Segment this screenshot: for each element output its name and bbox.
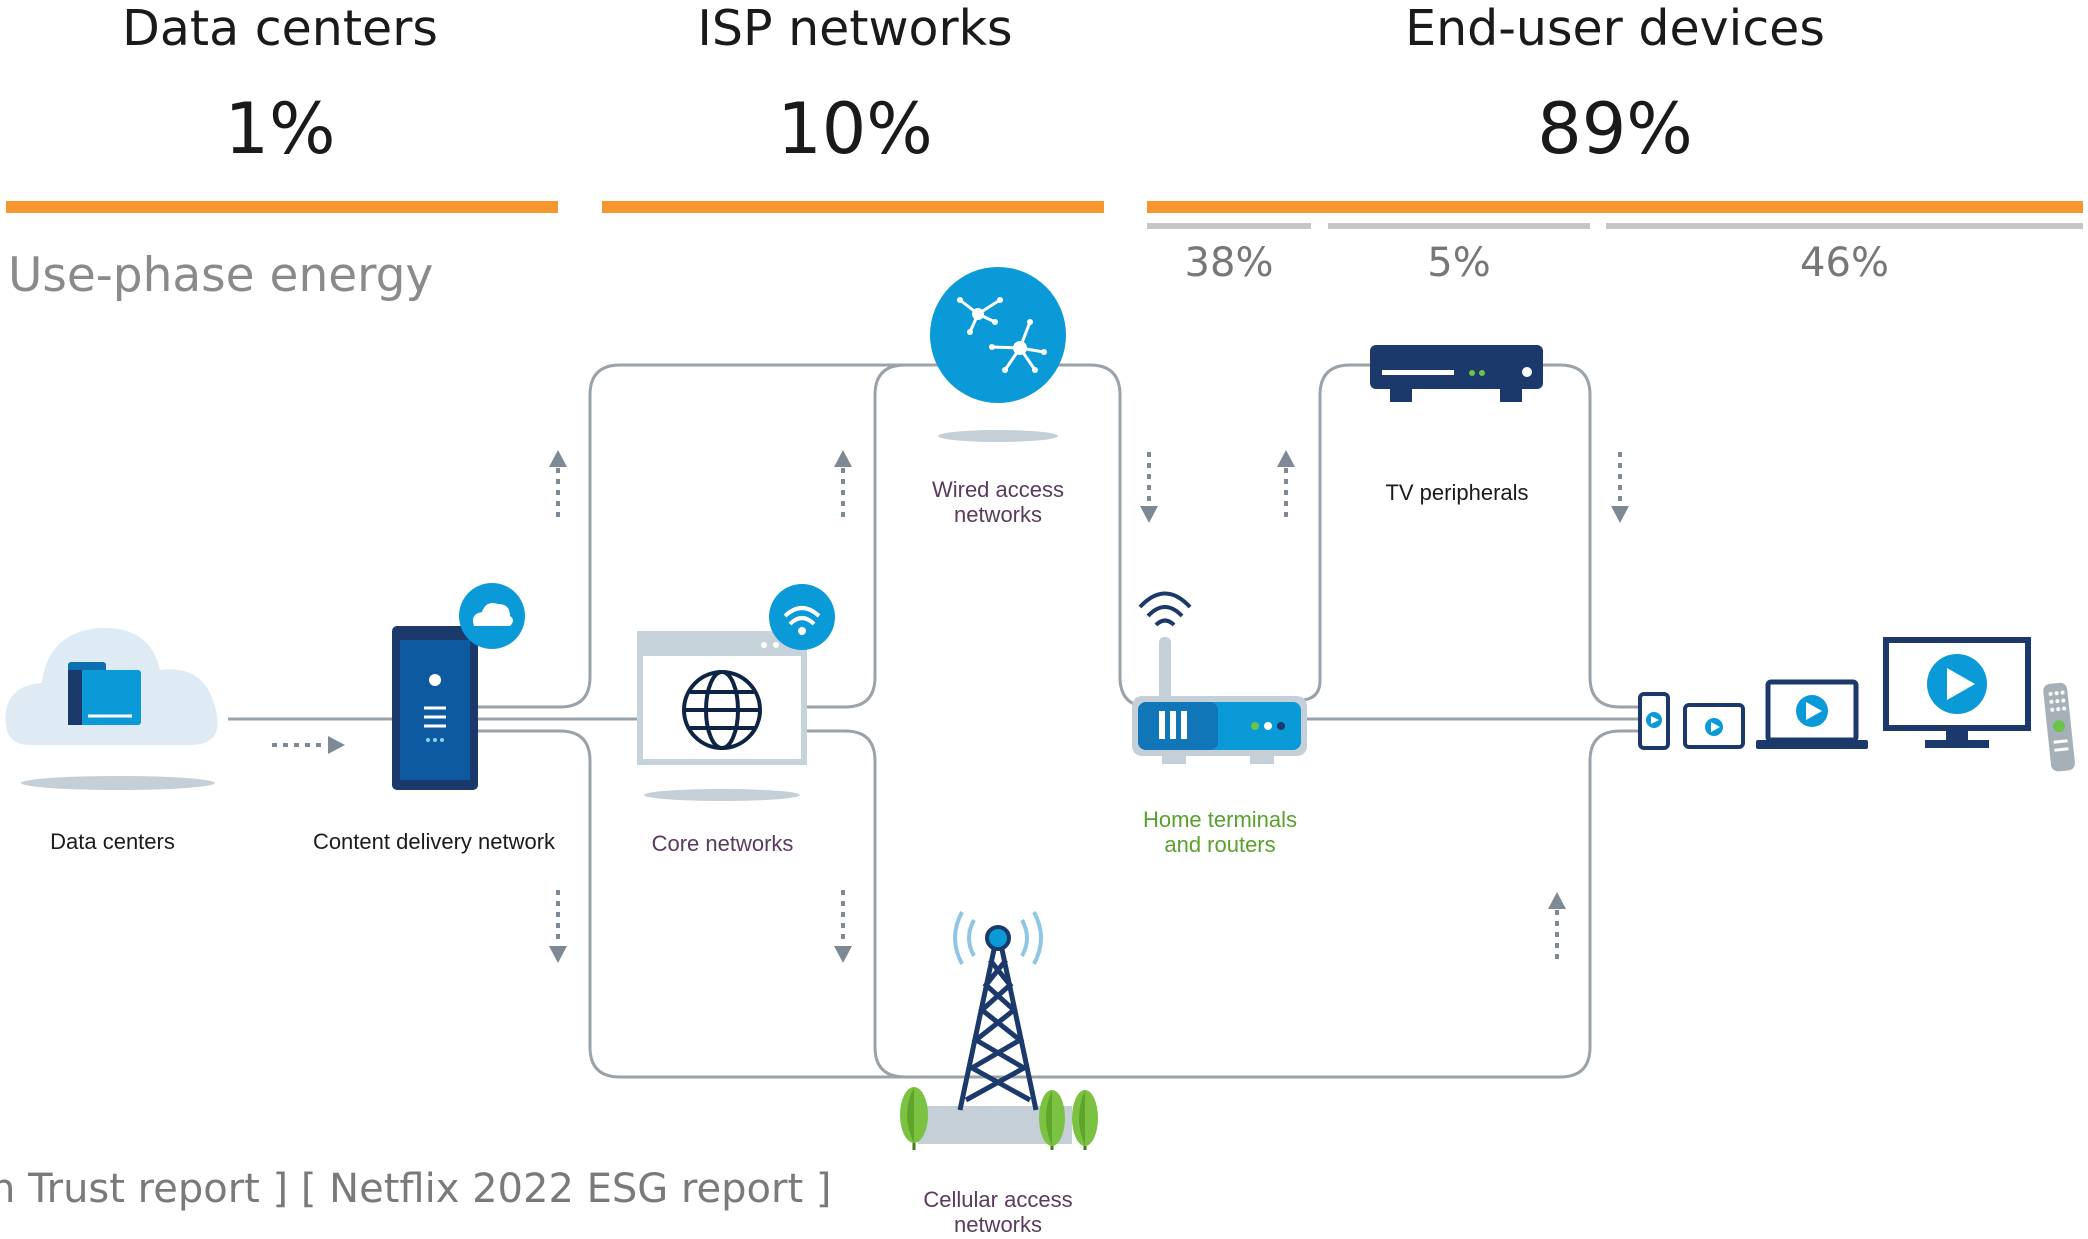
header-percent-end-user-devices: 89% [1537, 88, 1693, 170]
dotted-arrow-down-1 [1140, 452, 1158, 523]
gray-bar-devices [1606, 223, 2083, 229]
dotted-arrow-down-2 [1611, 452, 1629, 523]
orange-bar-data-centers [6, 201, 558, 213]
label-data-centers: Data centers [50, 829, 175, 854]
smartphone-icon [1638, 692, 1670, 750]
header-percent-data-centers: 1% [224, 88, 336, 170]
gray-bar-home-terminals [1147, 223, 1311, 229]
header-title-data-centers: Data centers [122, 0, 438, 57]
television-icon [1883, 637, 2031, 748]
tree-icon-left [900, 1087, 928, 1150]
home-router-icon [1132, 591, 1307, 764]
orange-bar-isp-networks [602, 201, 1104, 213]
remote-control-icon [2043, 682, 2075, 772]
tablet-icon [1683, 703, 1745, 749]
label-wired-line-2: networks [953, 502, 1043, 527]
wired-access-network-icon [930, 267, 1066, 442]
dotted-arrow-down-4 [834, 890, 852, 963]
label-core-networks: Core networks [651, 831, 794, 856]
label-home-line-2: and routers [1164, 832, 1276, 857]
label-wired-line-1: Wired access [931, 477, 1065, 502]
tree-icon-right-1 [1039, 1090, 1065, 1150]
header-title-end-user-devices: End-user devices [1405, 0, 1825, 57]
tv-peripheral-icon [1370, 345, 1543, 402]
gray-bar-tv-peripherals [1328, 223, 1590, 229]
dotted-arrow-down-3 [549, 890, 567, 963]
label-cellular-line-2: networks [953, 1212, 1043, 1237]
dotted-arrow-up-4 [1548, 892, 1566, 962]
label-content-delivery-network: Content delivery network [312, 829, 556, 854]
references-footer: n Trust report ] [ Netflix 2022 ESG repo… [0, 1166, 832, 1212]
orange-bar-end-user-devices [1147, 201, 2083, 213]
use-phase-label: Use-phase energy [8, 248, 434, 303]
label-wired-access-networks: Wired access networks [880, 477, 1116, 527]
label-home-terminals-routers: Home terminals and routers [1100, 807, 1340, 857]
dotted-arrow-up-3 [1277, 450, 1295, 522]
core-networks-icon [637, 584, 835, 801]
sub-percent-devices: 46% [1800, 240, 1889, 286]
dotted-arrow-up-2 [834, 450, 852, 522]
label-home-line-1: Home terminals [1142, 807, 1298, 832]
header-title-isp-networks: ISP networks [697, 0, 1013, 57]
data-center-cloud-icon [5, 627, 218, 790]
label-cellular-access-networks: Cellular access networks [880, 1187, 1116, 1237]
label-tv-peripherals: TV peripherals [1385, 480, 1529, 505]
sub-percent-tv-peripherals: 5% [1427, 240, 1491, 286]
dotted-arrow-up-1 [549, 450, 567, 522]
header-percent-isp-networks: 10% [777, 88, 933, 170]
sub-percent-home-terminals: 38% [1184, 240, 1274, 286]
cdn-server-icon [392, 583, 525, 790]
dotted-arrow-right [272, 736, 345, 754]
laptop-icon [1756, 679, 1868, 749]
tree-icon-right-2 [1072, 1090, 1098, 1150]
label-cellular-line-1: Cellular access [923, 1187, 1073, 1212]
